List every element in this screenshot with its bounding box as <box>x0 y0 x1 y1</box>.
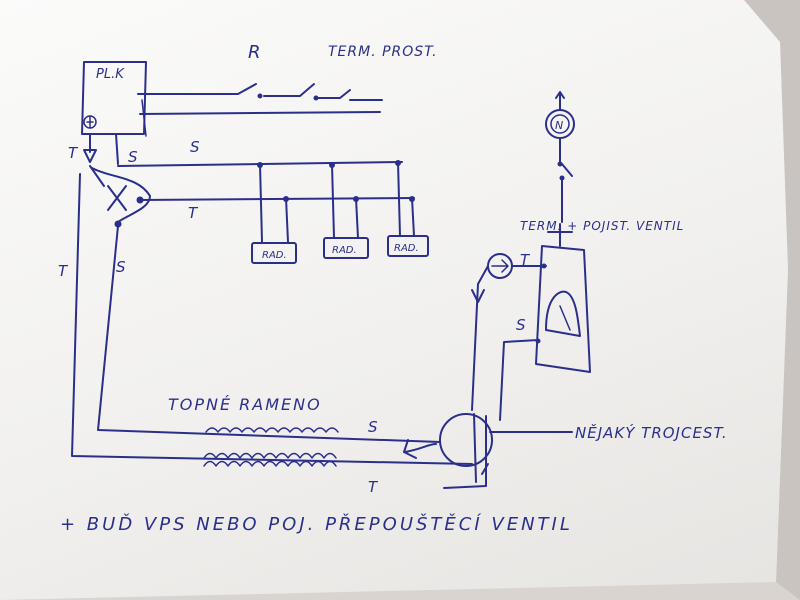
return-line-t-label: T <box>188 204 199 222</box>
footnote-label: + BUĎ VPS NEBO POJ. PŘEPOUŠTĚCÍ VENTIL <box>60 513 573 535</box>
svg-text:N: N <box>555 119 563 132</box>
boiler-label: PL.K <box>96 67 125 82</box>
heating-arm-t-label: T <box>368 478 379 496</box>
heating-arm-s-label: S <box>368 418 378 436</box>
junction-label: NĚJAKÝ TROJCEST. <box>575 423 728 442</box>
valve-supply-piping <box>499 338 541 421</box>
radiator-1: RAD. <box>251 242 297 264</box>
left-supply-s-label: S <box>116 258 126 276</box>
valve-s-label: S <box>516 316 526 334</box>
boiler-pump-icon <box>83 115 97 129</box>
mixing-valve-icon <box>89 165 151 228</box>
circulation-pump-icon <box>471 253 547 411</box>
boiler-supply-s-label: S <box>128 148 138 166</box>
left-return-t-label: T <box>58 262 69 280</box>
heating-arm-label: TOPNÉ RAMENO <box>168 395 322 414</box>
boiler-return-t-label: T <box>68 144 79 162</box>
motor-n-icon: N <box>545 91 575 223</box>
heating-loop-piping <box>71 173 473 467</box>
valve-t-label: T <box>520 251 531 269</box>
radiator-2: RAD. <box>323 237 369 259</box>
room-thermostat-label: TERM. PROST. <box>328 44 438 60</box>
three-way-junction-icon <box>439 413 573 489</box>
boiler-box <box>81 61 147 137</box>
svg-text:RAD.: RAD. <box>332 245 357 256</box>
svg-text:RAD.: RAD. <box>262 250 287 261</box>
radiator-piping <box>83 133 415 243</box>
valve-unit <box>535 223 591 373</box>
svg-text:RAD.: RAD. <box>394 243 419 254</box>
supply-line-s-label: S <box>190 138 200 156</box>
radiator-3: RAD. <box>387 235 429 257</box>
relay-label: R <box>248 42 261 63</box>
thermostat-wiring <box>137 83 383 115</box>
safety-valve-label: TERM. + POJIST. VENTIL <box>520 219 684 233</box>
